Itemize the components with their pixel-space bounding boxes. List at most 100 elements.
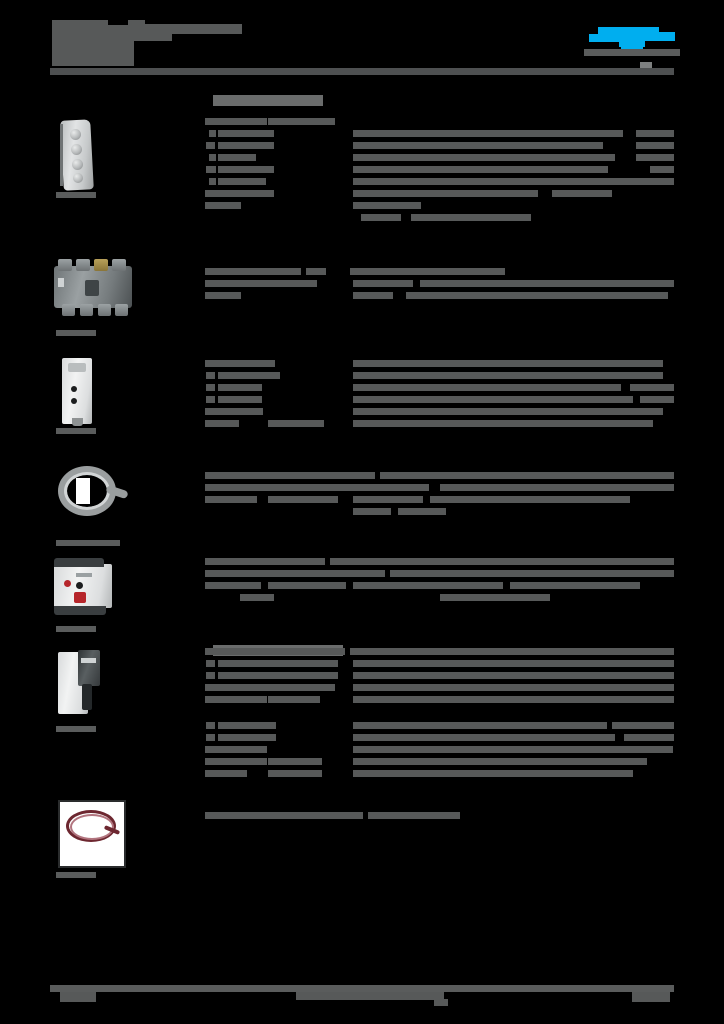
text-line (353, 420, 653, 427)
text-line (353, 660, 674, 667)
mccb-terminal-4 (112, 259, 126, 271)
text-line (268, 770, 322, 777)
text-line (205, 758, 267, 765)
text-line (353, 130, 623, 137)
text-line (353, 360, 663, 367)
product-thumb-motor-mechanism (56, 646, 114, 722)
footer-center-text (296, 992, 444, 1000)
header-rule (50, 68, 674, 75)
logo-underline (584, 49, 680, 56)
text-line (650, 166, 674, 173)
text-line (398, 508, 446, 515)
text-line (205, 292, 241, 299)
text-line (306, 268, 326, 275)
text-line (205, 484, 429, 491)
text-line (552, 190, 612, 197)
text-line (218, 734, 276, 741)
text-line (440, 484, 674, 491)
text-line (218, 130, 274, 137)
text-line (353, 166, 608, 173)
text-line (209, 130, 216, 137)
text-line (353, 746, 673, 753)
page-title-notch-top (108, 20, 128, 25)
text-line (205, 746, 267, 753)
relay-indicator-red (64, 580, 71, 587)
text-line (353, 142, 603, 149)
text-line (430, 496, 630, 503)
text-line (353, 292, 393, 299)
terminal-knob-1 (70, 129, 81, 140)
mccb-label-strip (58, 278, 64, 287)
text-line (353, 684, 674, 691)
text-line (353, 496, 423, 503)
text-line (353, 672, 674, 679)
text-line (353, 372, 663, 379)
text-line (612, 722, 674, 729)
text-line (353, 696, 674, 703)
product-thumb-terminal-block (56, 118, 116, 192)
header-rule-tick (640, 62, 652, 68)
text-line (353, 202, 421, 209)
text-line (440, 594, 550, 601)
relay-top-bracket (54, 558, 104, 567)
text-line (205, 202, 241, 209)
product-thumb-moulded-case-breaker (52, 256, 136, 322)
product-thumb-din-module (58, 356, 106, 428)
text-line (353, 396, 633, 403)
text-line (206, 384, 215, 391)
text-line (268, 696, 320, 703)
text-line (209, 178, 216, 185)
text-line (218, 396, 262, 403)
text-line (353, 734, 615, 741)
relay-bottom-bracket (54, 606, 106, 615)
text-line (411, 214, 531, 221)
text-line (353, 508, 391, 515)
product-caption-control-relay (56, 626, 96, 632)
mccb-toggle (85, 280, 99, 296)
text-line (205, 268, 301, 275)
text-line (636, 142, 674, 149)
text-line (640, 396, 674, 403)
text-line (206, 396, 215, 403)
page-title-cut (134, 41, 172, 66)
motor-drive-label (81, 658, 96, 663)
mccb-terminal-2 (76, 259, 90, 271)
mccb-terminal-1 (58, 259, 72, 271)
text-line (353, 770, 633, 777)
text-line (268, 118, 335, 125)
text-line (205, 696, 267, 703)
text-line (205, 360, 275, 367)
text-line (218, 190, 274, 197)
text-line (218, 154, 256, 161)
product-caption-terminal-block (56, 192, 96, 198)
text-line (205, 472, 375, 479)
text-line (353, 384, 621, 391)
terminal-knob-4 (73, 173, 83, 183)
mccb-terminal-5 (62, 304, 75, 316)
text-line (353, 408, 663, 415)
terminal-block-shadow (60, 124, 63, 186)
product-caption-motor-mechanism (56, 726, 96, 732)
terminal-knob-3 (72, 159, 83, 170)
text-line (353, 582, 503, 589)
toroid-core-cut (76, 478, 90, 504)
text-line (368, 812, 460, 819)
relay-label (76, 573, 92, 577)
text-line (268, 582, 346, 589)
text-line (205, 408, 263, 415)
product-caption-toroid-cable (56, 540, 120, 546)
logo-notch-a (589, 27, 598, 34)
footer-left-text (60, 992, 96, 1002)
page-subtitle (140, 24, 242, 34)
text-line (206, 166, 216, 173)
text-line (268, 496, 338, 503)
terminal-knob-2 (71, 144, 82, 155)
text-line (205, 570, 385, 577)
text-line (218, 178, 266, 185)
logo-notch-c (589, 42, 619, 47)
text-line (206, 722, 215, 729)
text-line (240, 594, 274, 601)
text-line (209, 154, 216, 161)
text-line (453, 178, 674, 185)
